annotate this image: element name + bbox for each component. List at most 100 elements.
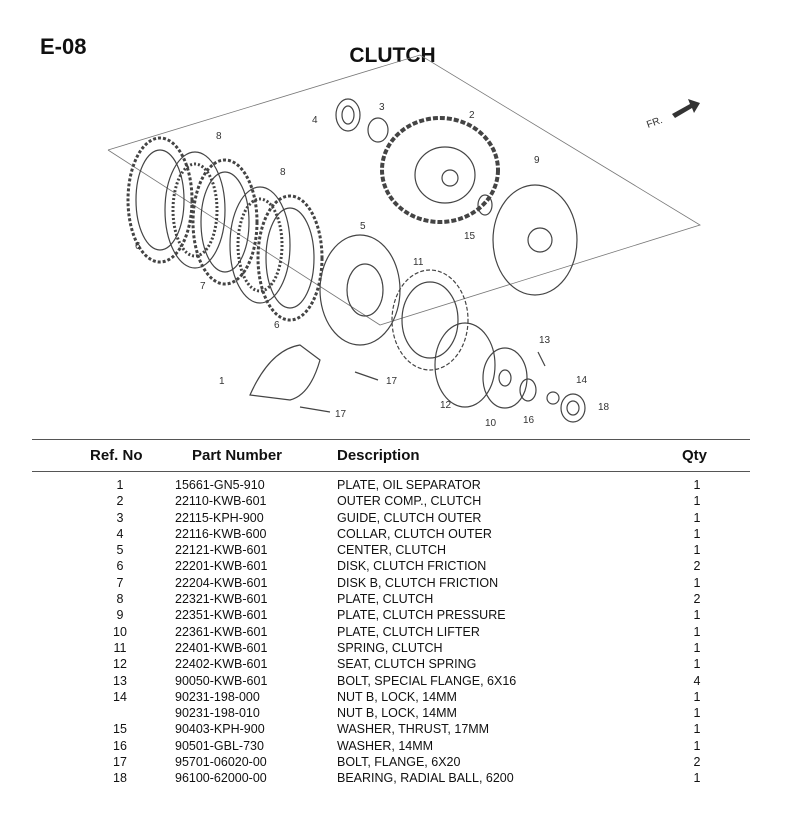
quantity: 1 bbox=[693, 624, 701, 639]
callout: 7 bbox=[200, 281, 206, 292]
spring-seat-12 bbox=[434, 322, 496, 408]
header-description: Description bbox=[337, 447, 420, 464]
table-row: 13 90050-KWB-601 BOLT, SPECIAL FLANGE, 6X1… bbox=[0, 674, 800, 690]
callout: 18 bbox=[598, 402, 610, 413]
description: NUT B, LOCK, 14MM bbox=[337, 706, 457, 721]
callout: 15 bbox=[464, 231, 476, 242]
callout: 4 bbox=[312, 115, 318, 126]
friction-disk-6b bbox=[256, 194, 324, 322]
description: SPRING, CLUTCH bbox=[337, 640, 443, 655]
part-number: 90403-KPH-900 bbox=[175, 722, 265, 737]
part-number: 22115-KPH-900 bbox=[175, 510, 264, 525]
description: BEARING, RADIAL BALL, 6200 bbox=[337, 771, 514, 786]
ref-no: 14 bbox=[113, 689, 127, 704]
friction-disk-7 bbox=[191, 158, 259, 286]
bolt-17 bbox=[354, 371, 379, 381]
callout: 9 bbox=[534, 155, 540, 166]
ref-no: 16 bbox=[113, 738, 127, 753]
ref-no: 4 bbox=[116, 526, 124, 541]
ref-no: 15 bbox=[113, 722, 127, 737]
callout: 3 bbox=[379, 102, 385, 113]
page-title: CLUTCH bbox=[349, 44, 436, 67]
callout: 2 bbox=[469, 110, 475, 121]
description: WASHER, THRUST, 17MM bbox=[337, 722, 490, 737]
exploded-diagram: FR. 4 3 2 8 8 9 6 5 11 15 7 6 13 14 1 17… bbox=[107, 54, 701, 429]
bearing-18 bbox=[560, 393, 586, 423]
clutch-spring-11 bbox=[391, 269, 469, 371]
callout: 11 bbox=[413, 257, 424, 268]
clutch-plate-8 bbox=[164, 151, 226, 269]
description: BOLT, SPECIAL FLANGE, 6X16 bbox=[337, 673, 517, 688]
part-number: 90050-KWB-601 bbox=[175, 673, 268, 688]
ref-no: 7 bbox=[116, 575, 124, 590]
header-qty: Qty bbox=[682, 447, 708, 464]
table-header-rule bbox=[32, 471, 750, 472]
quantity: 1 bbox=[693, 543, 701, 558]
callout: 8 bbox=[280, 167, 286, 178]
ref-no: 1 bbox=[116, 478, 124, 492]
callout: 17 bbox=[386, 376, 398, 387]
description: NUT B, LOCK, 14MM bbox=[337, 689, 457, 704]
quantity: 1 bbox=[693, 640, 701, 655]
part-number: 22361-KWB-601 bbox=[175, 624, 268, 639]
quantity: 1 bbox=[693, 494, 701, 509]
description: CENTER, CLUTCH bbox=[337, 543, 447, 558]
ref-no: 10 bbox=[113, 624, 127, 639]
quantity: 1 bbox=[693, 608, 701, 623]
callouts: 4 3 2 8 8 9 6 5 11 15 7 6 13 14 1 17 18 … bbox=[135, 102, 610, 429]
ref-no: 13 bbox=[113, 673, 127, 688]
bolt-13 bbox=[537, 351, 546, 367]
ref-no: 9 bbox=[116, 608, 124, 623]
part-number: 90231-198-010 bbox=[175, 706, 260, 721]
clutch-center-5 bbox=[319, 234, 401, 346]
ref-no: 3 bbox=[116, 510, 124, 525]
table-row: 10 22361-KWB-601 PLATE, CLUTCH LIFTER 1 bbox=[0, 625, 800, 641]
header-part-number: Part Number bbox=[192, 447, 283, 464]
ref-no: 6 bbox=[116, 559, 124, 574]
description: PLATE, CLUTCH LIFTER bbox=[337, 624, 480, 639]
quantity: 1 bbox=[693, 689, 701, 704]
callout: 1 bbox=[219, 376, 225, 387]
thrust-washer-15 bbox=[477, 194, 493, 216]
quantity: 2 bbox=[693, 592, 701, 607]
quantity: 1 bbox=[693, 722, 701, 737]
ref-no: 8 bbox=[116, 592, 124, 607]
part-number: 22351-KWB-601 bbox=[175, 608, 268, 623]
collar-4 bbox=[335, 98, 361, 132]
oil-separator-1 bbox=[249, 344, 321, 401]
part-number: 22110-KWB-601 bbox=[175, 494, 267, 509]
part-number: 90231-198-000 bbox=[175, 689, 260, 704]
callout: 17 bbox=[335, 409, 347, 420]
callout: 16 bbox=[523, 415, 535, 426]
description: SEAT, CLUTCH SPRING bbox=[337, 657, 477, 672]
callout: 5 bbox=[360, 221, 366, 232]
quantity: 4 bbox=[693, 673, 701, 688]
part-number: 95701-06020-00 bbox=[175, 755, 267, 770]
callout: 12 bbox=[440, 400, 452, 411]
description: COLLAR, CLUTCH OUTER bbox=[337, 526, 492, 541]
part-number: 22121-KWB-601 bbox=[175, 543, 268, 558]
quantity: 1 bbox=[693, 526, 701, 541]
table-top-rule bbox=[32, 439, 750, 440]
header-ref: Ref. No bbox=[90, 447, 143, 464]
ref-no: 2 bbox=[116, 494, 124, 509]
description: BOLT, FLANGE, 6X20 bbox=[337, 755, 461, 770]
lifter-plate-10 bbox=[482, 347, 528, 409]
part-number: 22204-KWB-601 bbox=[175, 575, 268, 590]
description: DISK, CLUTCH FRICTION bbox=[337, 559, 487, 574]
part-number: 22402-KWB-601 bbox=[175, 657, 268, 672]
part-number: 90501-GBL-730 bbox=[175, 738, 264, 753]
quantity: 2 bbox=[693, 559, 701, 574]
callout: 6 bbox=[274, 320, 280, 331]
quantity: 1 bbox=[693, 738, 701, 753]
